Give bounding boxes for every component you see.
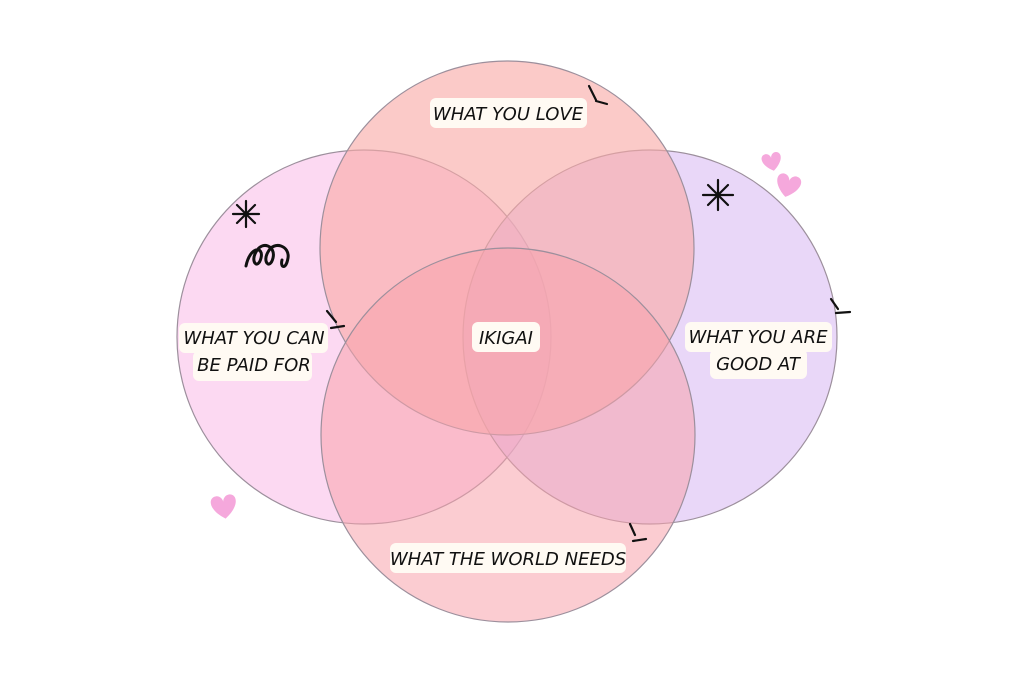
squiggle-icon: [244, 243, 290, 268]
asterisk-icon: [701, 178, 735, 212]
label-what-you-are-good-at: WHAT YOU ARE GOOD AT: [685, 322, 832, 379]
label-text-good-line-2: GOOD AT: [716, 354, 802, 375]
circle-what-the-world-needs: [320, 247, 696, 623]
emphasis-lines-icon: [325, 309, 346, 330]
label-box: [390, 543, 626, 573]
label-text-ikigai: IKIGAI: [479, 328, 533, 349]
decorations: [210, 84, 852, 543]
circles-layer: [176, 60, 838, 623]
label-box: [685, 322, 832, 352]
labels-layer: WHAT YOU LOVE WHAT YOU CAN BE PAID FOR W…: [179, 98, 832, 573]
emphasis-lines-icon: [628, 522, 648, 543]
label-text-paid-line-2: BE PAID FOR: [197, 355, 311, 376]
emphasis-lines-icon: [829, 297, 852, 315]
label-box: [710, 349, 807, 379]
asterisk-icon: [231, 199, 261, 229]
heart-icon: [761, 152, 781, 171]
label-box: [430, 98, 587, 128]
heart-icon: [777, 173, 802, 197]
label-text-what-you-love: WHAT YOU LOVE: [433, 104, 584, 125]
label-what-you-can-be-paid-for: WHAT YOU CAN BE PAID FOR: [179, 323, 328, 381]
label-box: [193, 351, 312, 381]
label-what-the-world-needs: WHAT THE WORLD NEEDS: [390, 543, 626, 573]
label-box: [179, 323, 328, 353]
label-box: [472, 322, 540, 352]
label-ikigai: IKIGAI: [472, 322, 540, 352]
label-text-paid-line-1: WHAT YOU CAN: [183, 328, 324, 349]
label-text-good-line-1: WHAT YOU ARE: [689, 327, 829, 348]
label-text-what-the-world-needs: WHAT THE WORLD NEEDS: [390, 549, 626, 570]
label-what-you-love: WHAT YOU LOVE: [430, 98, 587, 128]
heart-icon: [210, 494, 236, 519]
emphasis-lines-icon: [587, 84, 609, 106]
